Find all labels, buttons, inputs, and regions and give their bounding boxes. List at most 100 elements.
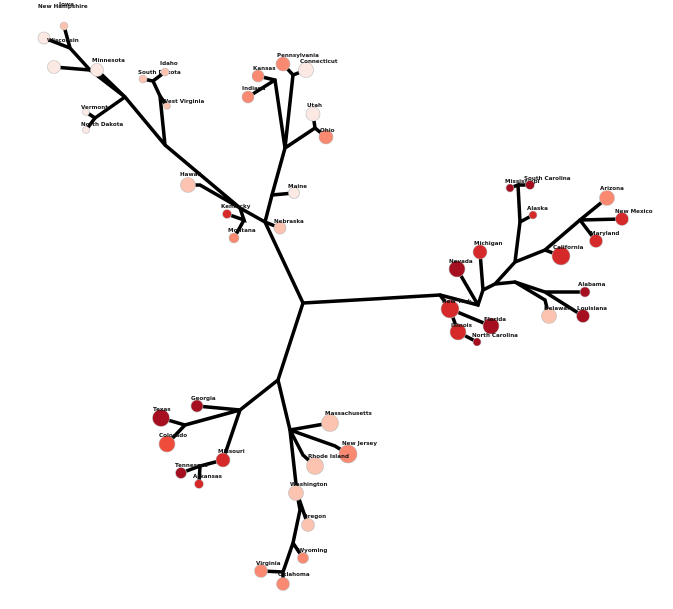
state-node-north-carolina[interactable]: North Carolina [472, 333, 518, 347]
state-node-minnesota[interactable]: Minnesota [90, 58, 126, 77]
state-circle[interactable] [59, 21, 69, 31]
state-circle[interactable] [163, 102, 171, 110]
state-circle[interactable] [551, 246, 571, 266]
state-circle[interactable] [138, 74, 148, 84]
state-circle[interactable] [541, 308, 557, 324]
state-node-colorado[interactable]: Colorado [158, 433, 187, 453]
state-node-wisconsin[interactable]: Wisconsin [47, 38, 79, 74]
state-node-georgia[interactable]: Georgia [190, 396, 216, 413]
state-circle[interactable] [318, 129, 334, 145]
state-node-washington[interactable]: Washington [288, 482, 328, 501]
state-node-arizona[interactable]: Arizona [599, 186, 625, 206]
state-node-maine[interactable]: Maine [288, 184, 307, 199]
state-node-michigan[interactable]: Michigan [472, 241, 502, 260]
state-circle[interactable] [158, 435, 176, 453]
state-node-california[interactable]: California [551, 245, 584, 266]
state-node-south-carolina[interactable]: South Carolina [524, 176, 571, 190]
state-circle[interactable] [160, 67, 170, 77]
state-node-arkansas[interactable]: Arkansas [193, 474, 223, 489]
state-circle[interactable] [90, 63, 104, 77]
state-circle[interactable] [47, 60, 61, 74]
state-circle[interactable] [589, 234, 603, 248]
state-node-nebraska[interactable]: Nebraska [273, 219, 304, 235]
state-circle[interactable] [440, 299, 460, 319]
state-circle[interactable] [276, 577, 290, 591]
state-node-utah[interactable]: Utah [305, 103, 322, 122]
state-circle[interactable] [288, 485, 304, 501]
state-circle[interactable] [254, 564, 268, 578]
state-circle[interactable] [82, 108, 90, 116]
state-circle[interactable] [338, 444, 358, 464]
state-node-new-jersey[interactable]: New Jersey [338, 441, 377, 464]
state-node-illinois[interactable]: Illinois [449, 323, 473, 341]
state-node-delaware[interactable]: Delaware [541, 306, 574, 324]
state-node-mississippi[interactable]: Mississippi [505, 179, 540, 193]
state-circle[interactable] [190, 399, 204, 413]
state-circle[interactable] [222, 209, 232, 219]
state-circle[interactable] [528, 210, 538, 220]
state-node-indiana[interactable]: Indiana [241, 86, 266, 104]
state-circle[interactable] [305, 106, 321, 122]
state-node-iowa[interactable]: Iowa [59, 2, 74, 31]
state-node-new-york[interactable]: New York [440, 299, 472, 319]
state-circle[interactable] [576, 309, 590, 323]
state-node-south-dakota[interactable]: South Dakota [138, 70, 181, 84]
state-circle[interactable] [449, 323, 467, 341]
state-circle[interactable] [194, 479, 204, 489]
state-circle[interactable] [288, 187, 300, 199]
state-node-new-mexico[interactable]: New Mexico [615, 209, 653, 226]
state-node-hawaii[interactable]: Hawaii [180, 172, 201, 193]
state-node-north-dakota[interactable]: North Dakota [81, 122, 123, 134]
state-circle[interactable] [37, 31, 51, 45]
state-circle[interactable] [82, 126, 90, 134]
state-node-oklahoma[interactable]: Oklahoma [276, 572, 310, 591]
state-circle[interactable] [251, 69, 265, 83]
state-node-missouri[interactable]: Missouri [215, 449, 245, 468]
state-node-pennsylvania[interactable]: Pennsylvania [275, 53, 319, 72]
state-circle[interactable] [298, 62, 314, 78]
state-node-nevada[interactable]: Nevada [448, 259, 473, 278]
state-node-new-hampshire[interactable]: New Hampshire [37, 4, 88, 45]
state-node-idaho[interactable]: Idaho [160, 61, 178, 77]
state-circle[interactable] [241, 90, 255, 104]
state-circle[interactable] [275, 56, 291, 72]
state-circle[interactable] [579, 286, 591, 298]
state-circle[interactable] [482, 317, 500, 335]
state-node-montana[interactable]: Montana [228, 228, 256, 244]
state-node-kentucky[interactable]: Kentucky [221, 204, 251, 219]
state-circle[interactable] [273, 221, 287, 235]
state-circle[interactable] [215, 452, 231, 468]
state-node-oregon[interactable]: Oregon [301, 514, 327, 532]
state-node-florida[interactable]: Florida [482, 317, 506, 335]
state-node-maryland[interactable]: Maryland [589, 231, 620, 248]
state-node-louisiana[interactable]: Louisiana [576, 306, 608, 323]
state-node-vermont[interactable]: Vermont [81, 105, 108, 116]
state-node-alaska[interactable]: Alaska [527, 206, 548, 220]
state-circle[interactable] [599, 190, 615, 206]
state-node-texas[interactable]: Texas [152, 407, 172, 427]
state-circle[interactable] [152, 409, 170, 427]
state-node-tennessee[interactable]: Tennessee [175, 463, 208, 479]
state-circle[interactable] [228, 232, 240, 244]
state-node-virginia[interactable]: Virginia [254, 561, 281, 578]
state-circle[interactable] [306, 457, 324, 475]
state-circle[interactable] [175, 467, 187, 479]
state-circle[interactable] [472, 337, 482, 347]
state-node-ohio[interactable]: Ohio [318, 128, 335, 145]
state-circle[interactable] [448, 260, 466, 278]
state-node-connecticut[interactable]: Connecticut [298, 59, 338, 78]
state-circle[interactable] [180, 177, 196, 193]
state-node-rhode-island[interactable]: Rhode Island [306, 454, 349, 475]
state-circle[interactable] [615, 212, 629, 226]
state-circle[interactable] [301, 518, 315, 532]
state-circle[interactable] [472, 244, 488, 260]
state-node-alabama[interactable]: Alabama [578, 282, 606, 298]
state-circle[interactable] [525, 180, 535, 190]
state-circle[interactable] [505, 183, 515, 193]
state-node-massachusetts[interactable]: Massachusetts [321, 411, 373, 432]
state-circle[interactable] [321, 414, 339, 432]
state-circle[interactable] [297, 552, 309, 564]
state-node-west-virginia[interactable]: West Virginia [162, 99, 204, 110]
state-node-wyoming[interactable]: Wyoming [297, 548, 328, 564]
state-node-kansas[interactable]: Kansas [251, 66, 276, 83]
